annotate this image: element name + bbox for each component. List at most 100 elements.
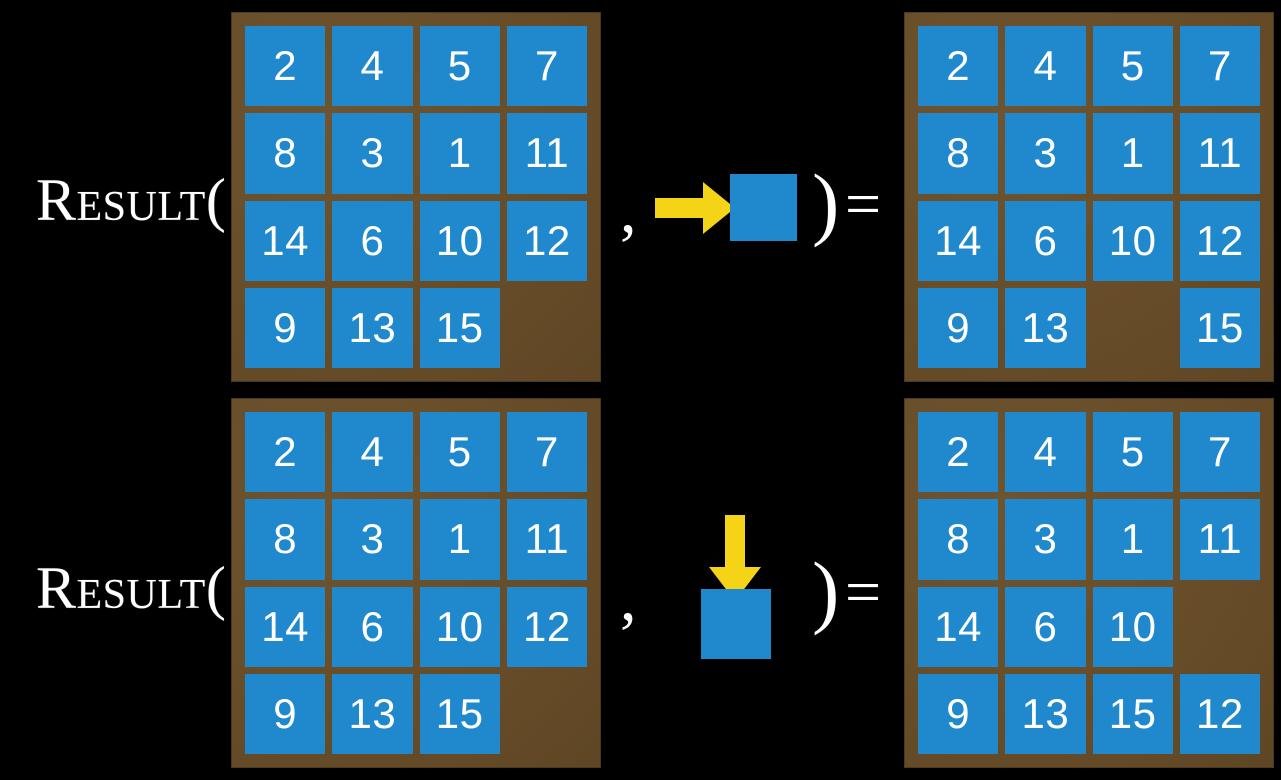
puzzle-tile[interactable]: 13 (1005, 673, 1086, 754)
puzzle-tile[interactable]: 14 (918, 200, 999, 281)
puzzle-tile[interactable]: 12 (506, 200, 587, 281)
puzzle-tile[interactable]: 11 (506, 499, 587, 580)
arrow-down-icon (709, 515, 761, 601)
puzzle-tile[interactable]: 10 (419, 586, 500, 667)
puzzle-tile[interactable]: 15 (419, 673, 500, 754)
tile-number: 2 (273, 42, 298, 90)
puzzle-tile[interactable]: 10 (419, 200, 500, 281)
puzzle-tile[interactable]: 4 (332, 412, 413, 493)
puzzle-tile[interactable]: 10 (1092, 586, 1173, 667)
puzzle-tile[interactable]: 9 (245, 673, 326, 754)
tile-number: 14 (261, 216, 309, 264)
puzzle-tile[interactable]: 11 (1179, 499, 1260, 580)
tile-number: 4 (360, 42, 385, 90)
tile-number: 2 (946, 428, 971, 476)
puzzle-tile[interactable]: 13 (332, 673, 413, 754)
result-label-text-row1: Result( (36, 167, 227, 233)
puzzle-tile[interactable]: 8 (918, 113, 999, 194)
puzzle-tile[interactable]: 3 (1005, 113, 1086, 194)
close-paren-row2: ) (812, 545, 840, 636)
puzzle-tile[interactable]: 2 (918, 26, 999, 107)
puzzle-tile[interactable]: 7 (1179, 26, 1260, 107)
tile-number: 6 (360, 216, 385, 264)
puzzle-tile[interactable]: 8 (918, 499, 999, 580)
puzzle-tile[interactable]: 1 (419, 499, 500, 580)
puzzle-tile[interactable]: 11 (506, 113, 587, 194)
puzzle-tile[interactable]: 13 (1005, 287, 1086, 368)
tile-number: 9 (273, 689, 298, 737)
puzzle-tile[interactable]: 7 (506, 26, 587, 107)
puzzle-tile[interactable]: 7 (1179, 412, 1260, 493)
puzzle-tile[interactable]: 8 (245, 113, 326, 194)
puzzle-tile[interactable]: 4 (1005, 412, 1086, 493)
puzzle-tile[interactable]: 4 (332, 26, 413, 107)
puzzle-tile[interactable]: 13 (332, 287, 413, 368)
tile-number: 12 (523, 216, 571, 264)
puzzle-tile[interactable]: 3 (332, 499, 413, 580)
puzzle-tile[interactable]: 6 (1005, 586, 1086, 667)
puzzle-tile[interactable]: 3 (332, 113, 413, 194)
puzzle-tile[interactable]: 5 (1092, 26, 1173, 107)
puzzle-tile[interactable]: 1 (419, 113, 500, 194)
tile-number: 9 (946, 303, 971, 351)
puzzle-tile[interactable]: 5 (419, 26, 500, 107)
operand-tile-row1 (730, 174, 797, 241)
puzzle-tile[interactable]: 14 (245, 586, 326, 667)
tile-number: 15 (435, 689, 484, 737)
puzzle-tile[interactable]: 6 (332, 200, 413, 281)
tile-number: 15 (1108, 689, 1157, 737)
puzzle-tile[interactable]: 15 (419, 287, 500, 368)
puzzle-tile[interactable]: 1 (1092, 113, 1173, 194)
tile-number: 15 (435, 303, 484, 351)
equals-row1: = (845, 168, 882, 239)
tile-number: 1 (447, 515, 472, 563)
puzzle-tile[interactable]: 1 (1092, 499, 1173, 580)
puzzle-tile[interactable]: 14 (245, 200, 326, 281)
tile-number: 7 (534, 428, 559, 476)
puzzle-tile[interactable]: 6 (1005, 200, 1086, 281)
puzzle-tile[interactable]: 8 (245, 499, 326, 580)
puzzle-tile[interactable]: 5 (419, 412, 500, 493)
tile-number: 3 (360, 129, 385, 177)
puzzle-tile[interactable]: 3 (1005, 499, 1086, 580)
puzzle-tile[interactable]: 2 (918, 412, 999, 493)
tile-number: 3 (1033, 129, 1058, 177)
tile-number: 10 (435, 216, 484, 264)
tile-number: 4 (1033, 428, 1058, 476)
puzzle-tile[interactable]: 6 (332, 586, 413, 667)
puzzle-empty-slot (507, 288, 587, 368)
puzzle-tile[interactable]: 12 (506, 586, 587, 667)
tile-number: 12 (523, 602, 571, 650)
tile-number: 14 (261, 602, 309, 650)
tile-number: 7 (1207, 42, 1232, 90)
tile-number: 11 (524, 129, 570, 177)
tile-number: 13 (348, 303, 397, 351)
tile-number: 15 (1196, 303, 1244, 351)
close-paren-row1: ) (812, 157, 840, 248)
puzzle-tile[interactable]: 4 (1005, 26, 1086, 107)
puzzle-tile[interactable]: 14 (918, 586, 999, 667)
puzzle-empty-slot (1180, 587, 1260, 667)
puzzle-tile[interactable]: 15 (1179, 287, 1260, 368)
puzzle-tile[interactable]: 9 (918, 673, 999, 754)
tile-number: 1 (1120, 515, 1145, 563)
puzzle-tile[interactable]: 2 (245, 26, 326, 107)
puzzle-tile[interactable]: 15 (1092, 673, 1173, 754)
tile-number: 1 (447, 129, 472, 177)
puzzle-tile[interactable]: 12 (1179, 200, 1260, 281)
puzzle-tile[interactable]: 9 (918, 287, 999, 368)
tile-number: 6 (1033, 216, 1058, 264)
puzzle-tile[interactable]: 11 (1179, 113, 1260, 194)
puzzle-tile[interactable]: 7 (506, 412, 587, 493)
puzzle-tile[interactable]: 9 (245, 287, 326, 368)
tile-number: 7 (1207, 428, 1232, 476)
tile-number: 8 (946, 515, 971, 563)
puzzle-tile[interactable]: 2 (245, 412, 326, 493)
equals-row2: = (845, 556, 882, 627)
tile-number: 10 (435, 602, 484, 650)
puzzle-tile[interactable]: 12 (1179, 673, 1260, 754)
tile-number: 14 (934, 216, 982, 264)
puzzle-tile[interactable]: 5 (1092, 412, 1173, 493)
puzzle-tile[interactable]: 10 (1092, 200, 1173, 281)
